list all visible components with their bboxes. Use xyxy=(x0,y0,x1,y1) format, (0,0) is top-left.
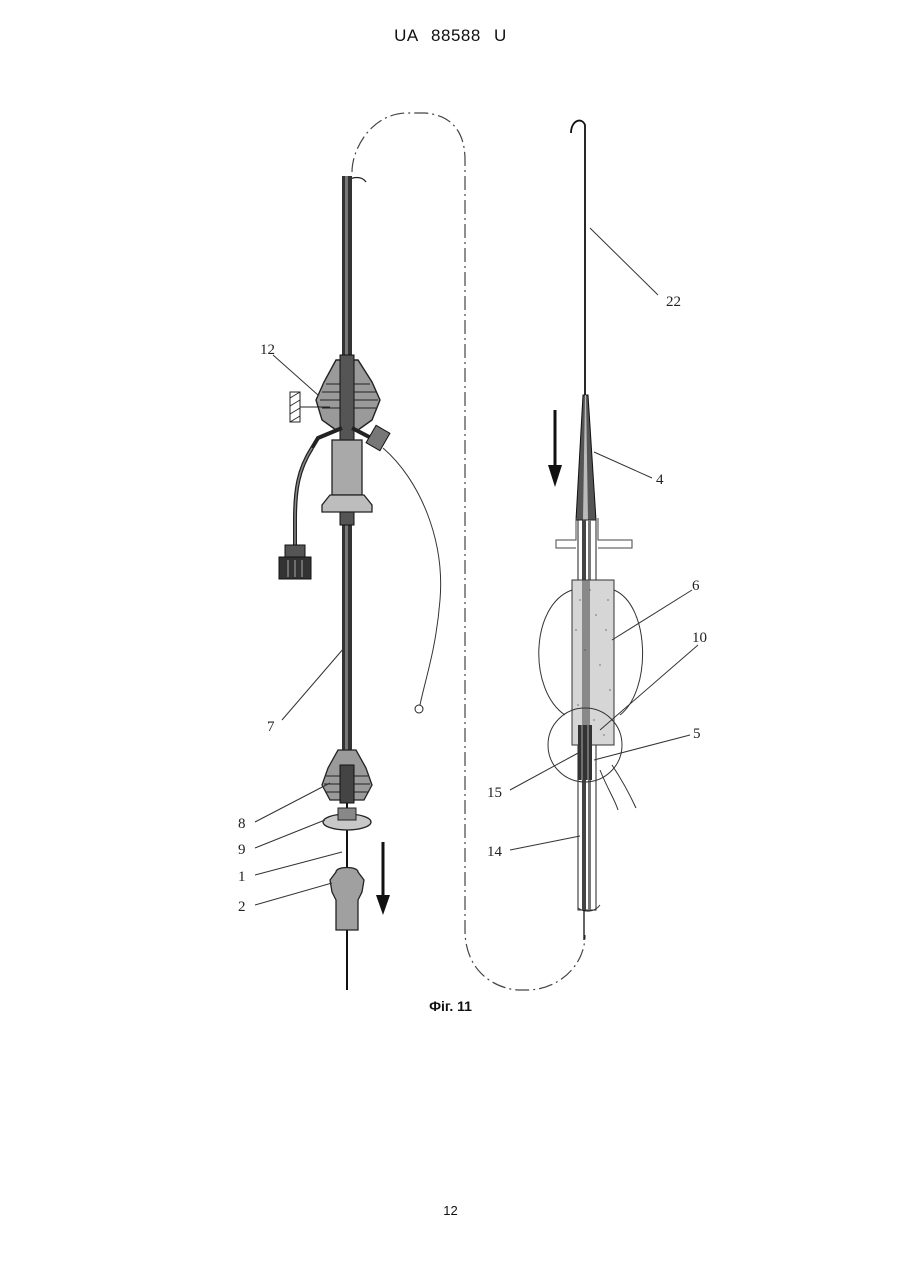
label-2: 2 xyxy=(238,899,246,915)
label-12: 12 xyxy=(260,342,275,358)
label-14: 14 xyxy=(487,844,503,860)
left-catheter-assembly xyxy=(279,176,441,990)
label-10: 10 xyxy=(692,630,707,646)
label-5: 5 xyxy=(693,726,701,742)
label-1: 1 xyxy=(238,869,246,885)
figure-caption: Фіг. 11 xyxy=(0,998,901,1014)
label-6: 6 xyxy=(692,578,700,594)
label-8: 8 xyxy=(238,816,246,832)
label-7: 7 xyxy=(267,719,275,735)
label-15: 15 xyxy=(487,785,502,801)
label-22: 22 xyxy=(666,294,681,310)
label-9: 9 xyxy=(238,842,246,858)
right-leader-lines xyxy=(510,228,698,850)
label-4: 4 xyxy=(656,472,664,488)
page-number: 12 xyxy=(0,1203,901,1218)
right-delivery-system xyxy=(539,121,643,940)
connection-loop xyxy=(352,113,585,990)
